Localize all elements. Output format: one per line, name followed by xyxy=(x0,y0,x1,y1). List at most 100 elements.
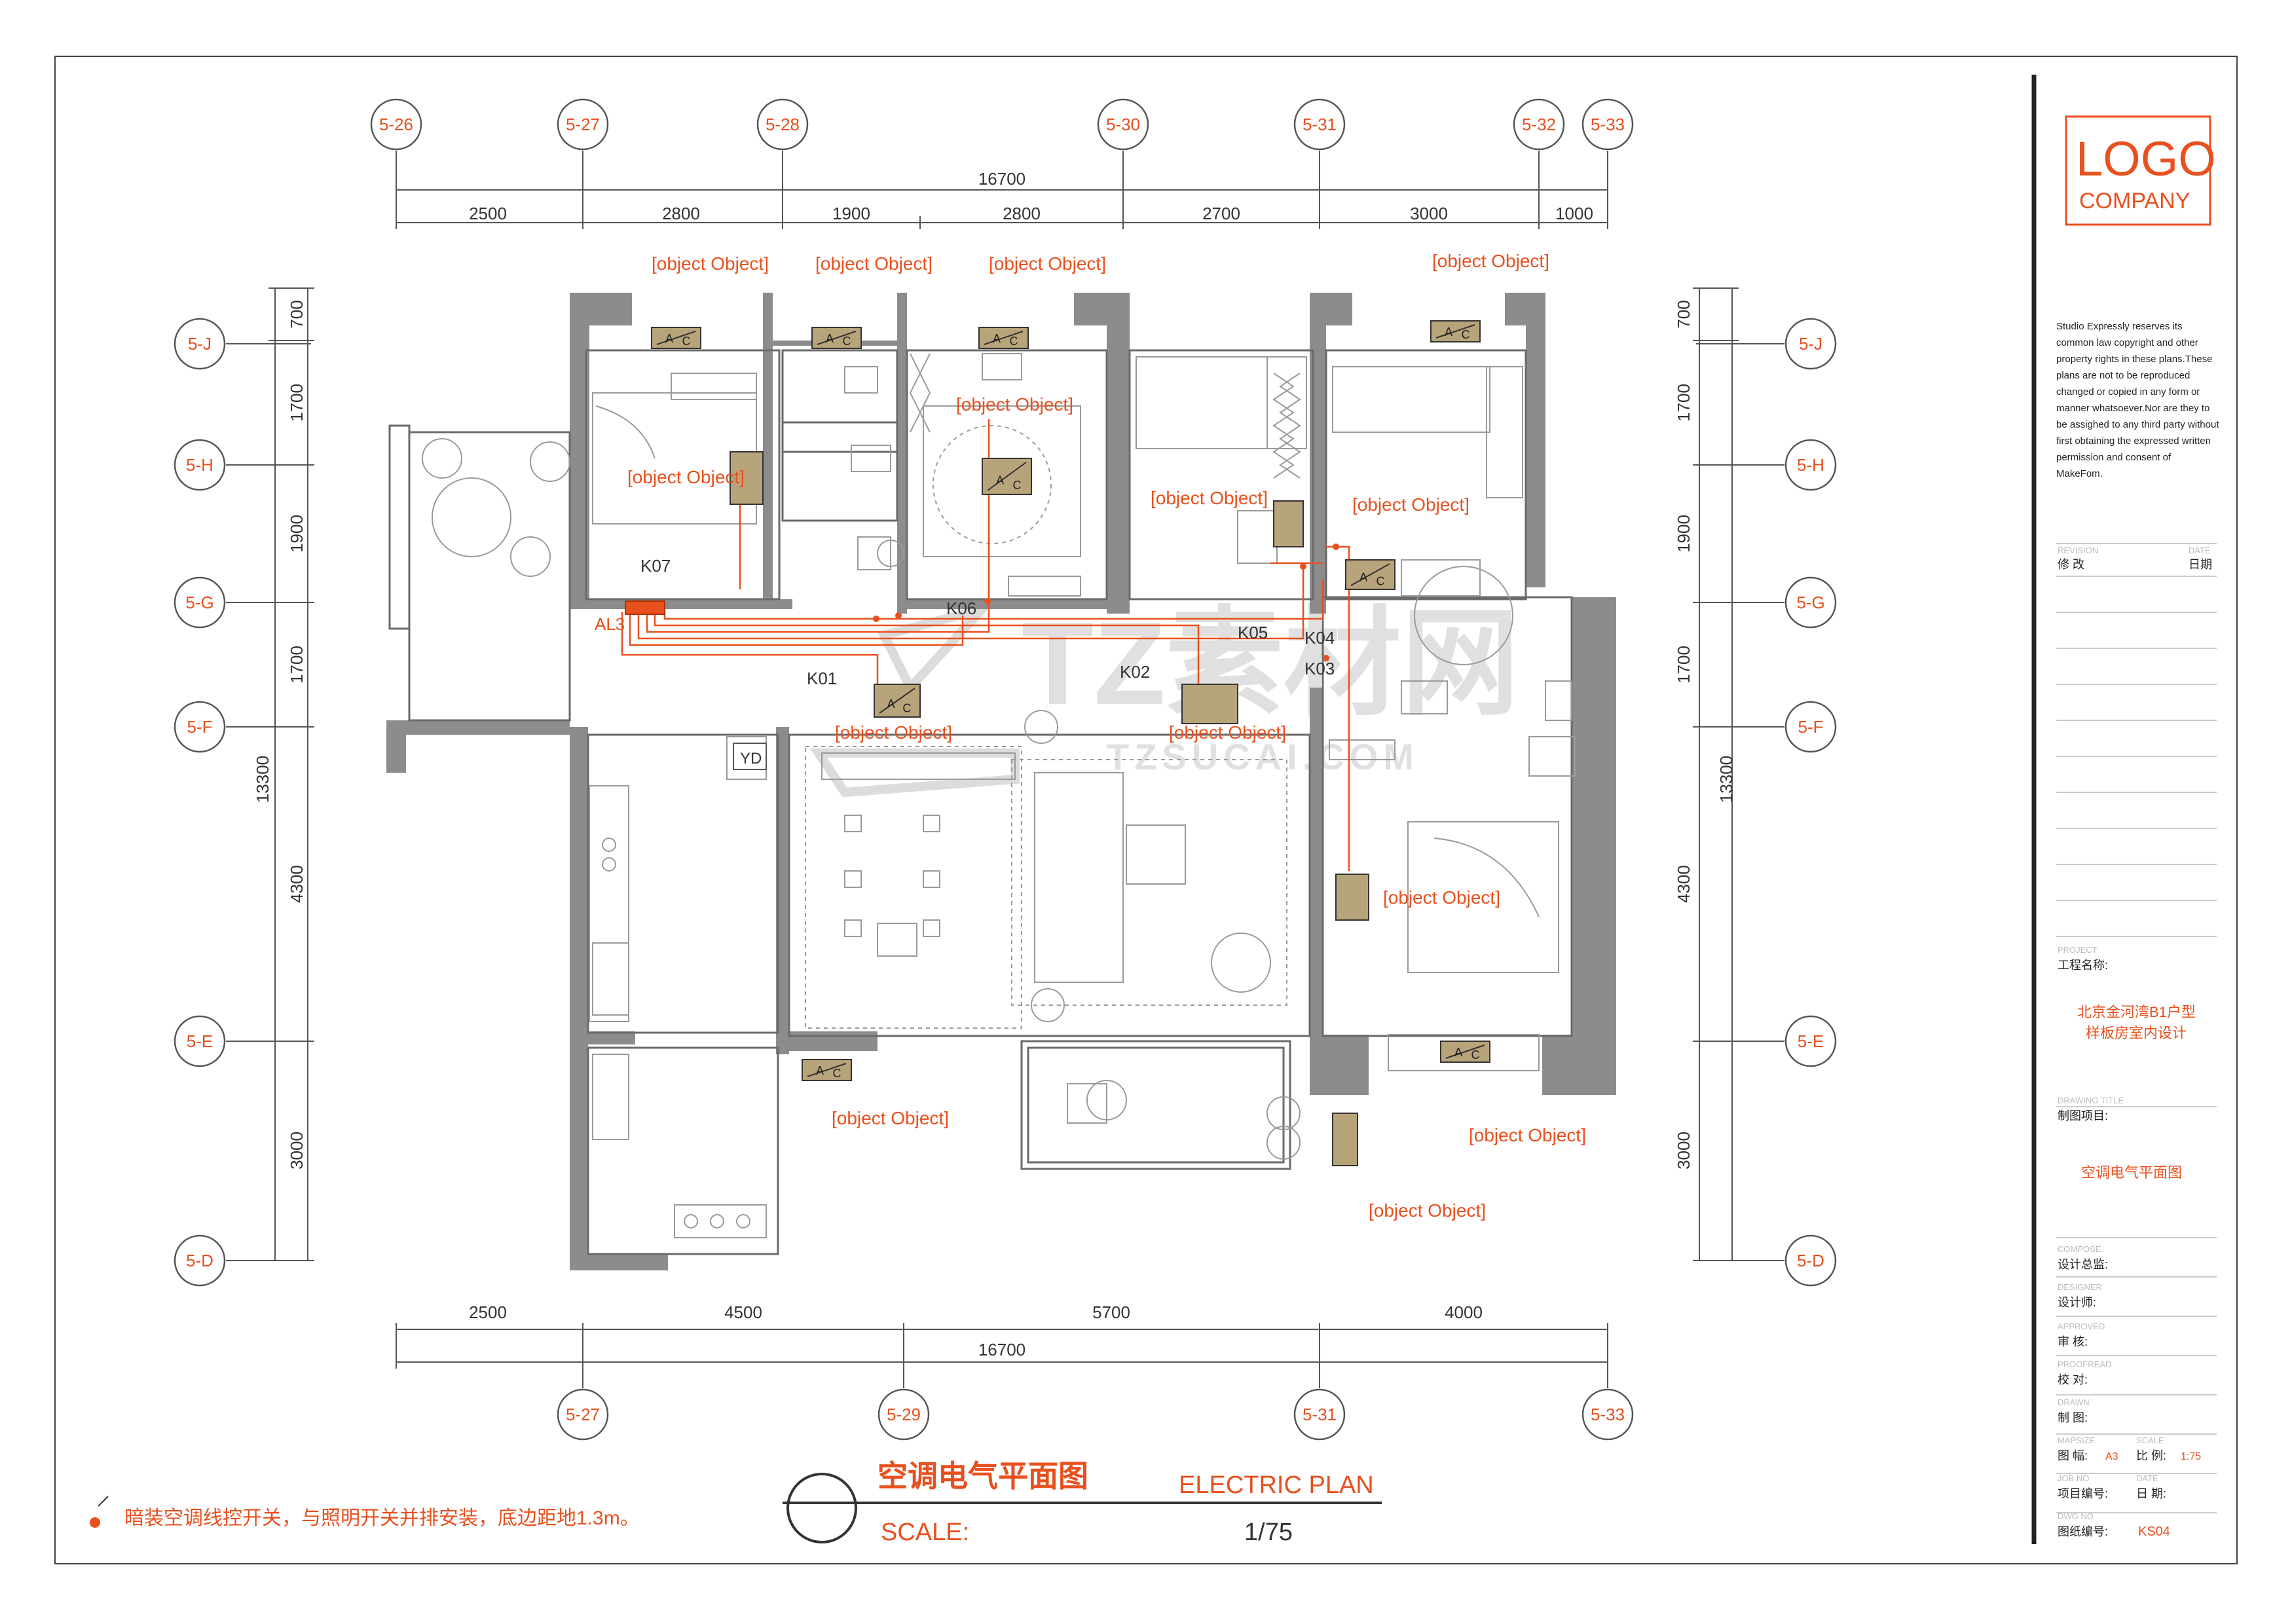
panel-al3 xyxy=(625,600,665,615)
ac-unit-body xyxy=(802,1059,852,1081)
ac-unit-body xyxy=(1181,684,1238,724)
dim-top-seg: 1900 xyxy=(832,204,870,223)
dim-right-seg: 1700 xyxy=(1674,384,1693,422)
axis-bubble-circle xyxy=(370,98,422,151)
axis-bubble-circle xyxy=(1784,439,1837,491)
note-text: 暗装空调线控开关，与照明开关并排安装，底边距地1.3m。 xyxy=(124,1507,640,1529)
axis-bubble-top: 5-28 xyxy=(756,98,809,151)
axis-bubble-label: 5-J xyxy=(188,334,212,354)
dim-top-seg: 2800 xyxy=(1003,204,1041,223)
ac-unit-glyph-c: C xyxy=(682,335,691,348)
axis-bubble-left: 5-D xyxy=(174,1234,226,1287)
ac-unit-label: [object Object] xyxy=(1151,488,1268,508)
ac-unit-glyph-a: A xyxy=(826,332,834,345)
axis-bubble-top: 5-31 xyxy=(1293,98,1346,151)
ac-unit-diagonal xyxy=(1445,1044,1485,1059)
date2-en: DATE xyxy=(2136,1473,2158,1483)
axis-bubble-circle xyxy=(1784,1234,1837,1287)
axis-bubble-label: 5-J xyxy=(1799,334,1822,354)
dim-right-seg: 1900 xyxy=(1674,515,1693,553)
scale-value: 1/75 xyxy=(1244,1519,1293,1546)
ac-unit-glyph-c: C xyxy=(1471,1048,1480,1061)
ac-unit-glyph-a: A xyxy=(1454,1046,1462,1059)
dim-right-seg: 1700 xyxy=(1674,646,1693,684)
jobno-cn: 项目编号: xyxy=(2058,1487,2108,1500)
axis-bubble-label: 5-31 xyxy=(1303,1405,1337,1424)
axis-bubble-label: 5-E xyxy=(1798,1031,1824,1051)
dim-left-seg: 700 xyxy=(287,300,306,328)
logo-box xyxy=(2065,115,2211,226)
drawn-cn: 制 图: xyxy=(2058,1411,2088,1424)
dim-left-seg: 3000 xyxy=(287,1132,306,1170)
panel-label: AL3 xyxy=(595,614,625,634)
ac-indoor-unit-7: [object Object] xyxy=(1335,874,1500,921)
approved-cn: 审 核: xyxy=(2058,1335,2088,1348)
ac-unit-label: [object Object] xyxy=(835,722,952,743)
dim-top-seg: 1000 xyxy=(1555,204,1593,223)
axis-bubble-label: 5-26 xyxy=(379,115,413,134)
dim-bottom-seg: 2500 xyxy=(469,1302,507,1322)
axis-bubble-circle xyxy=(557,1388,609,1441)
ac-unit-diagonal xyxy=(656,331,696,345)
ac-unit-diagonal xyxy=(879,688,915,714)
ac-unit-diagonal xyxy=(817,331,857,345)
axis-bubble-label: 5-F xyxy=(187,717,213,737)
ac-unit-glyph-a: A xyxy=(996,474,1004,487)
switch-k04: K04 xyxy=(1304,628,1335,648)
mapsize-cn: 图 幅: xyxy=(2058,1449,2088,1462)
axis-bubble-label: 5-28 xyxy=(766,115,800,134)
axis-bubble-label: 5-27 xyxy=(566,1405,600,1424)
mapsize-en: MAPSIZE xyxy=(2058,1435,2095,1445)
ac-indoor-unit-6: [object Object] xyxy=(1169,684,1286,743)
ac-unit-body xyxy=(1335,874,1369,921)
ac-unit-glyph-a: A xyxy=(887,697,895,710)
ac-unit-diagonal xyxy=(807,1063,847,1077)
designer-cn: 设计师: xyxy=(2058,1296,2096,1309)
axis-bubble-top: 5-30 xyxy=(1097,98,1149,151)
axis-bubble-label: 5-33 xyxy=(1591,1405,1625,1424)
revision-en: REVISION xyxy=(2058,545,2098,555)
axis-bubble-bottom: 5-29 xyxy=(878,1388,930,1441)
title-cn: 空调电气平面图 xyxy=(878,1459,1088,1493)
axis-bubble-label: 5-29 xyxy=(887,1405,921,1424)
axis-bubble-label: 5-G xyxy=(1796,593,1824,612)
jobno-en: JOB NO xyxy=(2058,1473,2089,1483)
ac-unit-diagonal xyxy=(987,462,1027,491)
dim-right-seg: 4300 xyxy=(1674,865,1693,903)
proofread-cn: 校 对: xyxy=(2058,1373,2088,1386)
ac-unit-glyph-c: C xyxy=(1013,479,1022,492)
furniture xyxy=(422,353,1576,1238)
title-en: ELECTRIC PLAN xyxy=(1179,1471,1374,1499)
ac-unit-body xyxy=(1332,1113,1358,1166)
dim-bottom-seg: 4500 xyxy=(724,1302,762,1322)
axis-bubble-left: 5-F xyxy=(174,701,226,753)
axis-bubble-top: 5-32 xyxy=(1513,98,1565,151)
dim-texts-bottom: 2500 4500 5700 4000 16700 xyxy=(469,1302,1483,1359)
switch-k07: K07 xyxy=(640,556,671,576)
ac-unit-diagonal xyxy=(1350,563,1390,586)
note-bullet xyxy=(90,1517,100,1528)
switch-k02: K02 xyxy=(1120,662,1150,682)
ac-unit-glyph-c: C xyxy=(843,335,851,348)
ac-unit-label: [object Object] xyxy=(815,253,933,274)
dim-texts-top: 16700 2500 2800 1900 2800 2700 3000 1000 xyxy=(469,169,1593,223)
ac-unit-glyph-a: A xyxy=(665,332,673,345)
axis-bubble-right: 5-F xyxy=(1784,701,1837,753)
axis-bubble-left: 5-E xyxy=(174,1015,226,1067)
axis-bubble-label: 5-F xyxy=(1798,717,1824,737)
ac-unit-label: [object Object] xyxy=(832,1108,949,1128)
axis-bubble-top: 5-33 xyxy=(1581,98,1634,151)
approved-en: APPROVED xyxy=(2058,1321,2105,1331)
ac-unit-glyph-c: C xyxy=(1010,335,1018,348)
axis-bubble-circle xyxy=(756,98,809,151)
scale-cn: 比 例: xyxy=(2136,1449,2166,1462)
ac-unit-label: [object Object] xyxy=(652,253,769,274)
axis-bubble-top: 5-27 xyxy=(557,98,609,151)
scale-label: SCALE: xyxy=(881,1519,969,1546)
axis-bubble-right: 5-G xyxy=(1784,576,1837,629)
axis-bubble-circle xyxy=(174,701,226,753)
title-block-en-labels: REVISION DATE PROJECT DRAWING TITLE COMP… xyxy=(2058,545,2211,1521)
ac-unit-glyph-a: A xyxy=(993,332,1001,345)
